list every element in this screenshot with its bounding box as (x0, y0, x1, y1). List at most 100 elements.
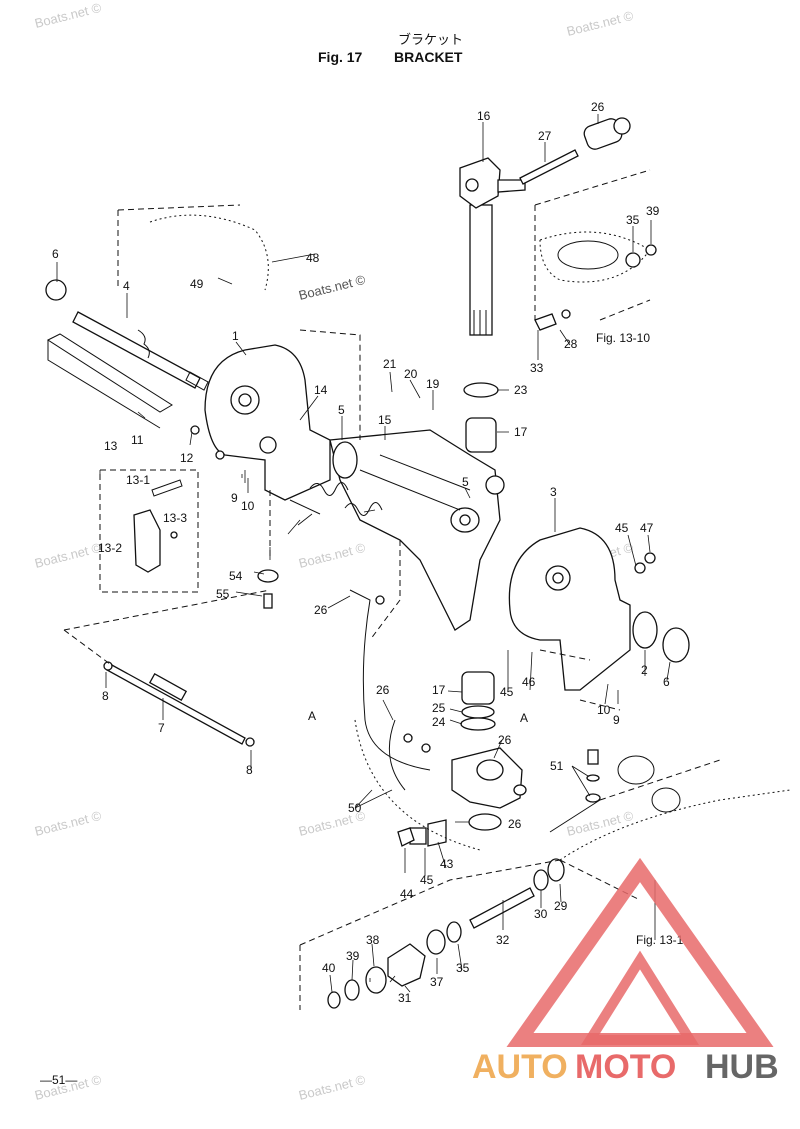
tilt-springs (289, 482, 383, 516)
watermark: Boats.net © (297, 1072, 367, 1103)
ground-bolt (549, 749, 601, 833)
callout: 13-2 (98, 541, 122, 555)
steering-shaft (459, 157, 526, 336)
callout: 6 (663, 675, 670, 689)
callout: 31 (398, 991, 412, 1005)
callout: 45 (500, 685, 514, 699)
callout: 25 (432, 701, 446, 715)
callout: 23 (514, 383, 528, 397)
lower-bolt-assembly (327, 858, 565, 1009)
automotohub-logo: AUTO MOTO HUB (472, 857, 779, 1086)
callout: 46 (522, 675, 536, 689)
callout: 7 (158, 721, 165, 735)
callout: 50 (348, 801, 362, 815)
callout: 48 (306, 251, 320, 265)
fig-13-10-ref: Fig. 13-10 (596, 331, 650, 345)
watermark: Boats.net © (565, 8, 635, 39)
watermark: Boats.net © (565, 808, 635, 839)
swivel-bracket (329, 429, 505, 631)
callout: 17 (432, 683, 446, 697)
callouts: 16 27 26 35 39 6 4 1 14 5 15 21 20 19 23… (52, 100, 671, 1005)
callout: 21 (383, 357, 397, 371)
fig-13-1-ref: Fig. 13-1 (636, 933, 684, 947)
callout: 16 (477, 109, 491, 123)
watermark: Boats.net © (33, 0, 103, 31)
logo-part-2: MOTO (575, 1048, 676, 1086)
callout: 9 (231, 491, 238, 505)
logo-part-1: AUTO (472, 1048, 568, 1086)
callout: 44 (400, 887, 414, 901)
callout: 5 (462, 475, 469, 489)
callout: 43 (440, 857, 454, 871)
bushings (460, 382, 499, 731)
callout: 26 (591, 100, 605, 114)
callout: 1 (232, 329, 239, 343)
callout: 32 (496, 933, 510, 947)
references-a-2: A (520, 711, 528, 725)
callout: 35 (456, 961, 470, 975)
assembly-lines (117, 204, 621, 1010)
clamp-bracket-left (190, 344, 331, 501)
washer-bolt (257, 569, 279, 609)
callout: 40 (322, 961, 336, 975)
callout: 9 (613, 713, 620, 727)
watermark: Boats.net © (33, 808, 103, 839)
callout: 3 (550, 485, 557, 499)
callout: 4 (123, 279, 130, 293)
callout: 19 (426, 377, 440, 391)
callout: 11 (131, 433, 144, 447)
callout: 27 (538, 129, 552, 143)
callout: 55 (216, 587, 230, 601)
callout: 26 (508, 817, 522, 831)
callout: 29 (554, 899, 568, 913)
callout: 54 (229, 569, 243, 583)
callout: 30 (534, 907, 548, 921)
callout: 13 (104, 439, 118, 453)
callout: 24 (432, 715, 446, 729)
page-number: —51— (40, 1073, 77, 1087)
callout: 45 (615, 521, 629, 535)
callout: 33 (530, 361, 544, 375)
lower-mount (451, 747, 527, 831)
clip-set (397, 819, 447, 847)
callout: 39 (646, 204, 660, 218)
callout: 37 (430, 975, 444, 989)
callout: 13-1 (126, 473, 150, 487)
callout: 47 (640, 521, 654, 535)
callout: 26 (376, 683, 390, 697)
callout: 12 (180, 451, 194, 465)
tilt-pin (45, 279, 209, 429)
callout: 5 (338, 403, 345, 417)
callout: 14 (314, 383, 328, 397)
callout: 10 (597, 703, 611, 717)
watermark: Boats.net © (297, 272, 367, 303)
jp-title: ブラケット (398, 32, 463, 48)
watermark: Boats.net © (33, 540, 103, 571)
fig-13-10-inset (534, 169, 657, 331)
ground-wires (349, 589, 431, 791)
callout: 51 (550, 759, 564, 773)
clamp-bracket-right (508, 527, 690, 691)
callout: 26 (314, 603, 328, 617)
callout: 38 (366, 933, 380, 947)
callout: 26 (498, 733, 512, 747)
callout: 15 (378, 413, 392, 427)
callout: 45 (420, 873, 434, 887)
callout: 35 (626, 213, 640, 227)
tie-rod (519, 117, 631, 185)
callout: 49 (190, 277, 204, 291)
link-rod (63, 589, 271, 747)
fig-label: Fig. 17 (318, 49, 363, 65)
callout: 13-3 (163, 511, 187, 525)
callout: 8 (102, 689, 109, 703)
references-a-1: A (308, 709, 316, 723)
logo-part-3: HUB (705, 1048, 779, 1086)
callout: 2 (641, 663, 648, 677)
callout: 39 (346, 949, 360, 963)
callout: 28 (564, 337, 578, 351)
callout: 6 (52, 247, 59, 261)
watermark: Boats.net © (297, 540, 367, 571)
engine-casing-outline (559, 755, 791, 901)
callout: 17 (514, 425, 528, 439)
